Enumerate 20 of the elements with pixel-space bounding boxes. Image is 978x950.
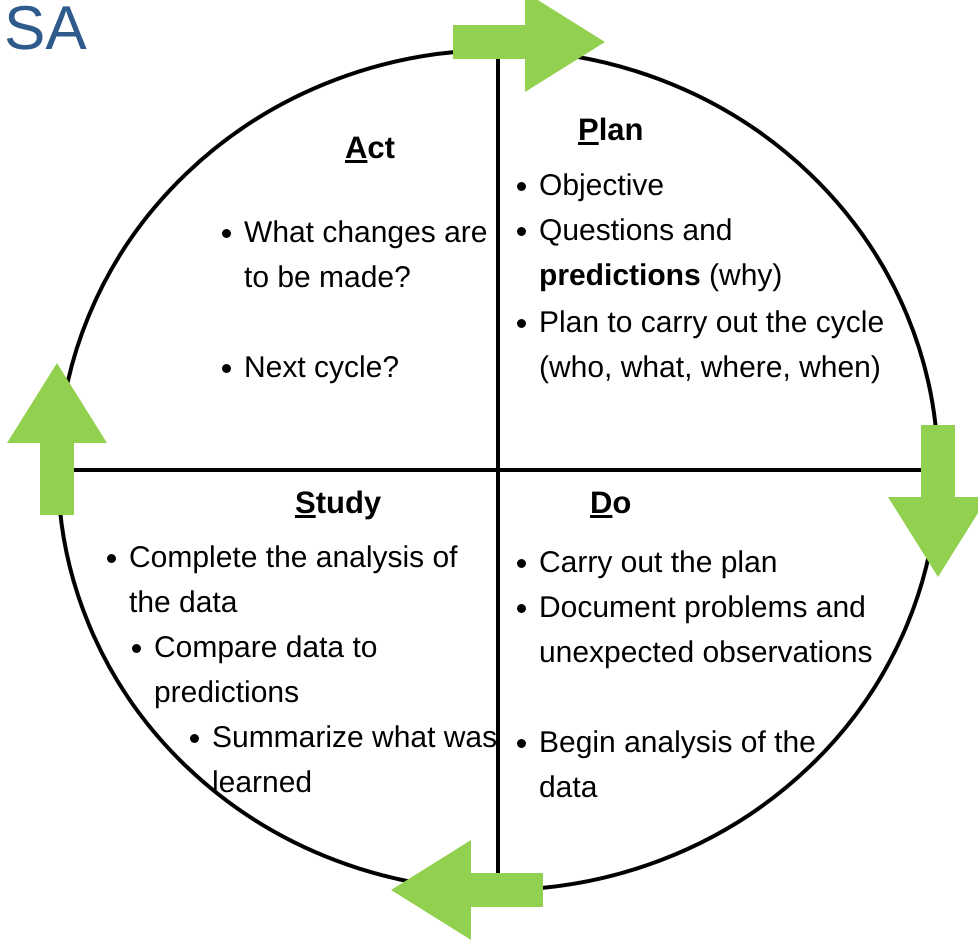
bullet-text: Begin analysis of the data xyxy=(539,726,816,804)
bullet-text: Compare data to predictions xyxy=(154,631,378,709)
bullet-text: Complete the analysis of the data xyxy=(129,541,458,619)
bullet-text: Summarize what was learned xyxy=(212,721,498,799)
bullet-text: Questions and predictions (why) xyxy=(539,214,782,292)
bullet-text: Next cycle? xyxy=(244,351,400,384)
bullet-text: What changes are to be made? xyxy=(244,216,488,294)
quadrant-heading: Plan xyxy=(578,111,644,149)
cycle-arrow xyxy=(7,363,107,515)
bullet-text: Plan to carry out the cycle (who, what, where, when) xyxy=(539,306,884,384)
quadrant-heading: Study xyxy=(295,484,382,522)
title: SA xyxy=(4,0,87,64)
cycle-arrow xyxy=(391,840,543,940)
cycle-arrow xyxy=(888,425,978,577)
quadrant-heading: Do xyxy=(590,484,632,522)
quadrant-heading: Act xyxy=(345,129,395,167)
bullet-text: Objective xyxy=(539,169,664,202)
cycle-arrow xyxy=(453,0,605,92)
bullet-text: Carry out the plan xyxy=(539,546,778,579)
bullet-text: Document problems and unexpected observations xyxy=(539,591,873,669)
